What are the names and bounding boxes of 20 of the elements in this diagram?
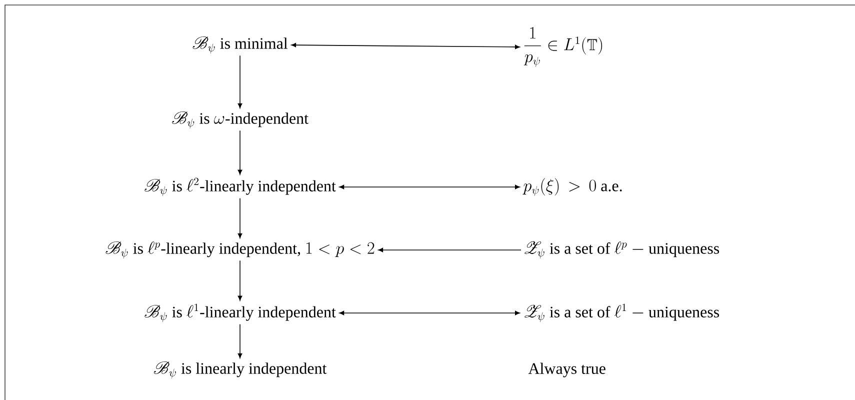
statement: $\mathscr{B}_{\psi}\text{ is linearly independent}$: [154, 361, 327, 379]
implication-arrow: [378, 248, 384, 252]
statement: $p_{\psi}(\xi)\,>\,0\text{ a.e.}$: [522, 178, 622, 196]
implication-arrow: [238, 55, 242, 108]
statement: $\mathscr{B}_{\psi}\text{ is }\ell^{2}\text{-linearly independent}$: [144, 178, 336, 196]
statement: $\dfrac{1}{p_{\psi}}\in L^{1}(\mathbb{T})$: [524, 27, 602, 67]
statement: $\mathscr{B}_{\psi}\text{ is }\omega\text{-independent}$: [172, 111, 308, 129]
statement: $\mathscr{B}_{\psi}\text{ is minimal}$: [192, 36, 288, 54]
statement: $\mathscr{B}_{\psi}\text{ is }\ell^{p}\text{-linearly independent, }1<p<2$: [106, 241, 374, 259]
implication-arrow: [291, 42, 520, 50]
implication-arrow: [339, 184, 520, 190]
implication-arrow: [339, 310, 520, 316]
implication-arrow: [238, 198, 242, 238]
statement: $\mathscr{B}_{\psi}\text{ is }\ell^{1}\text{-linearly independent}$: [144, 304, 336, 322]
implication-arrow: [238, 324, 242, 358]
statement: $\mathscr{Z}_{\psi}\text{ is a set of }\ell^{p}-\text{uniqueness}$: [524, 241, 720, 259]
table-note: Always true: [528, 362, 606, 378]
implication-arrow: [238, 130, 242, 175]
implication-arrow: [238, 260, 242, 301]
statement: $\mathscr{Z}_{\psi}\text{ is a set of }\ell^{1}-\text{uniqueness}$: [524, 304, 720, 322]
